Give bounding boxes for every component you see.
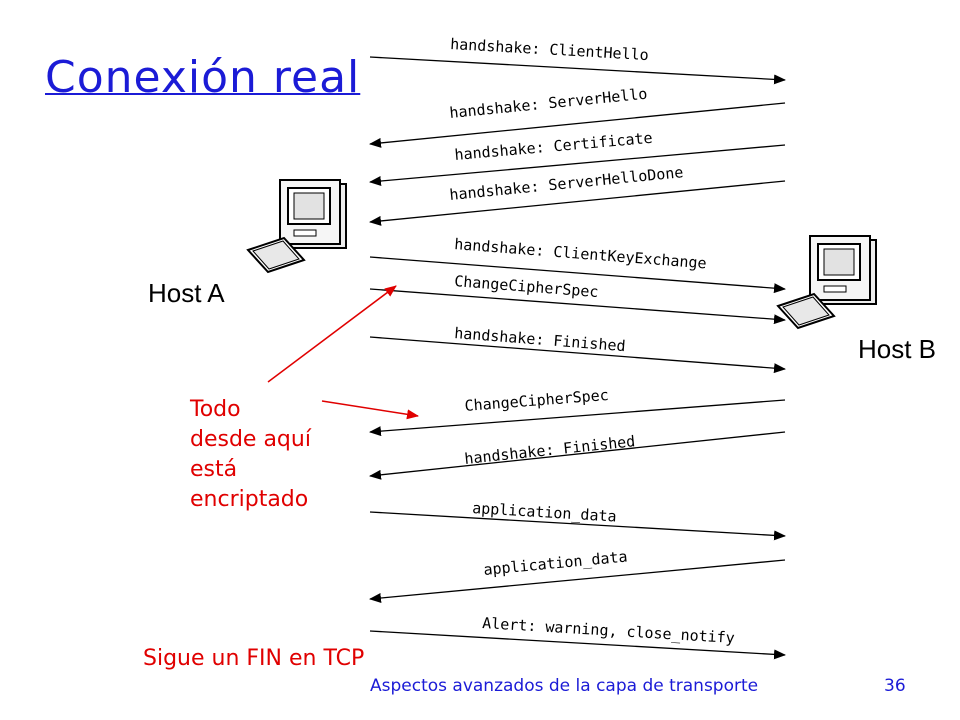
- fin-note: Sigue un FIN en TCP: [143, 646, 365, 671]
- message-arrow: [369, 56, 786, 85]
- message-arrow: [369, 399, 786, 437]
- message-arrow: [369, 256, 786, 294]
- message-label: handshake: ServerHello: [449, 85, 648, 122]
- encrypted-note-line: desde aquí: [190, 427, 311, 452]
- message-label: handshake: ServerHelloDone: [449, 163, 684, 204]
- message-arrow: [369, 102, 786, 148]
- computer-icon: [246, 179, 347, 274]
- encrypted-note: Todo desde aquí está encriptado: [190, 395, 311, 515]
- host-b-label: Host B: [858, 334, 937, 364]
- encrypted-note-line: encriptado: [190, 487, 309, 512]
- message-arrow: [369, 630, 786, 660]
- message-label: handshake: Certificate: [454, 129, 654, 164]
- encrypted-pointer-arrow: [267, 285, 397, 383]
- message-arrow: [369, 511, 786, 541]
- message-arrow: [369, 336, 786, 374]
- message-arrow: [369, 559, 786, 603]
- host-a-label: Host A: [148, 278, 225, 308]
- message-arrow: [369, 431, 786, 480]
- encrypted-pointer-arrow: [321, 400, 419, 420]
- slide-title: Conexión real: [45, 52, 361, 103]
- message-label: ChangeCipherSpec: [464, 386, 609, 415]
- message-arrow: [369, 180, 786, 226]
- message-arrow: [369, 288, 786, 325]
- page-number: 36: [884, 676, 906, 696]
- encrypted-note-line: Todo: [190, 397, 241, 422]
- message-label: Alert: warning, close_notify: [482, 614, 735, 647]
- message-label: handshake: Finished: [464, 432, 637, 468]
- encrypted-note-line: está: [190, 457, 238, 482]
- computer-icon: [776, 235, 877, 330]
- message-arrow: [369, 144, 786, 187]
- message-label: handshake: ClientHello: [450, 35, 649, 64]
- message-label: application_data: [483, 547, 629, 579]
- footer-course: Aspectos avanzados de la capa de transpo…: [370, 676, 759, 696]
